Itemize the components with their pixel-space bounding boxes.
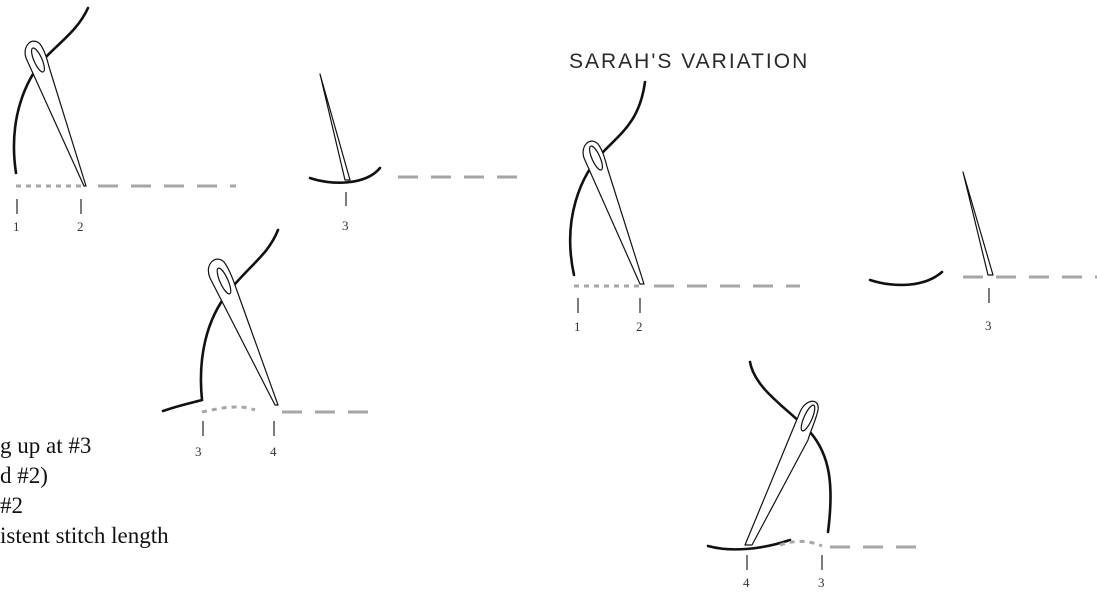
instruction-line-2: d #2) [0, 463, 48, 488]
needle-icon [744, 400, 819, 546]
variation-step-d-needle-up-1-down-2: 1 2 [568, 80, 800, 334]
thread [568, 80, 647, 277]
step-c-down-at-4: 3 4 [161, 228, 380, 459]
thread [161, 228, 280, 413]
variation-step-f-down-at-4: 4 3 [706, 360, 925, 590]
thread [868, 270, 944, 287]
label-1: 1 [13, 219, 20, 234]
label-3: 3 [818, 575, 825, 590]
thread [706, 538, 792, 551]
needle-icon [319, 73, 351, 181]
label-4: 4 [270, 444, 277, 459]
label-3: 3 [985, 318, 992, 333]
needle-eye [216, 267, 232, 295]
label-2: 2 [636, 319, 643, 334]
dotted-stitch-line [779, 539, 823, 548]
instruction-line-3: #2 [0, 493, 23, 518]
label-3: 3 [195, 444, 202, 459]
step-a-needle-up-1-down-2: 1 2 [12, 6, 236, 234]
thread [308, 166, 382, 184]
needle-icon [962, 171, 994, 276]
needle-eye [588, 145, 604, 171]
needle-icon [582, 140, 645, 285]
variation-step-e-up-at-3: 3 [868, 171, 1097, 333]
instruction-line-4: istent stitch length [0, 523, 169, 548]
label-4: 4 [743, 575, 750, 590]
label-2: 2 [77, 219, 84, 234]
step-b-up-at-3: 3 [308, 73, 530, 233]
needle-eye [30, 47, 46, 73]
label-1: 1 [574, 319, 581, 334]
instruction-line-1: g up at #3 [0, 433, 91, 458]
needle-icon [207, 258, 279, 406]
needle-eye [800, 404, 816, 432]
dotted-stitch-line [201, 405, 256, 414]
instruction-list: g up at #3 d #2) #2 istent stitch length [0, 433, 169, 548]
variation-heading: SARAH'S VARIATION [569, 50, 809, 73]
label-3: 3 [342, 218, 349, 233]
needle-icon [24, 40, 87, 187]
